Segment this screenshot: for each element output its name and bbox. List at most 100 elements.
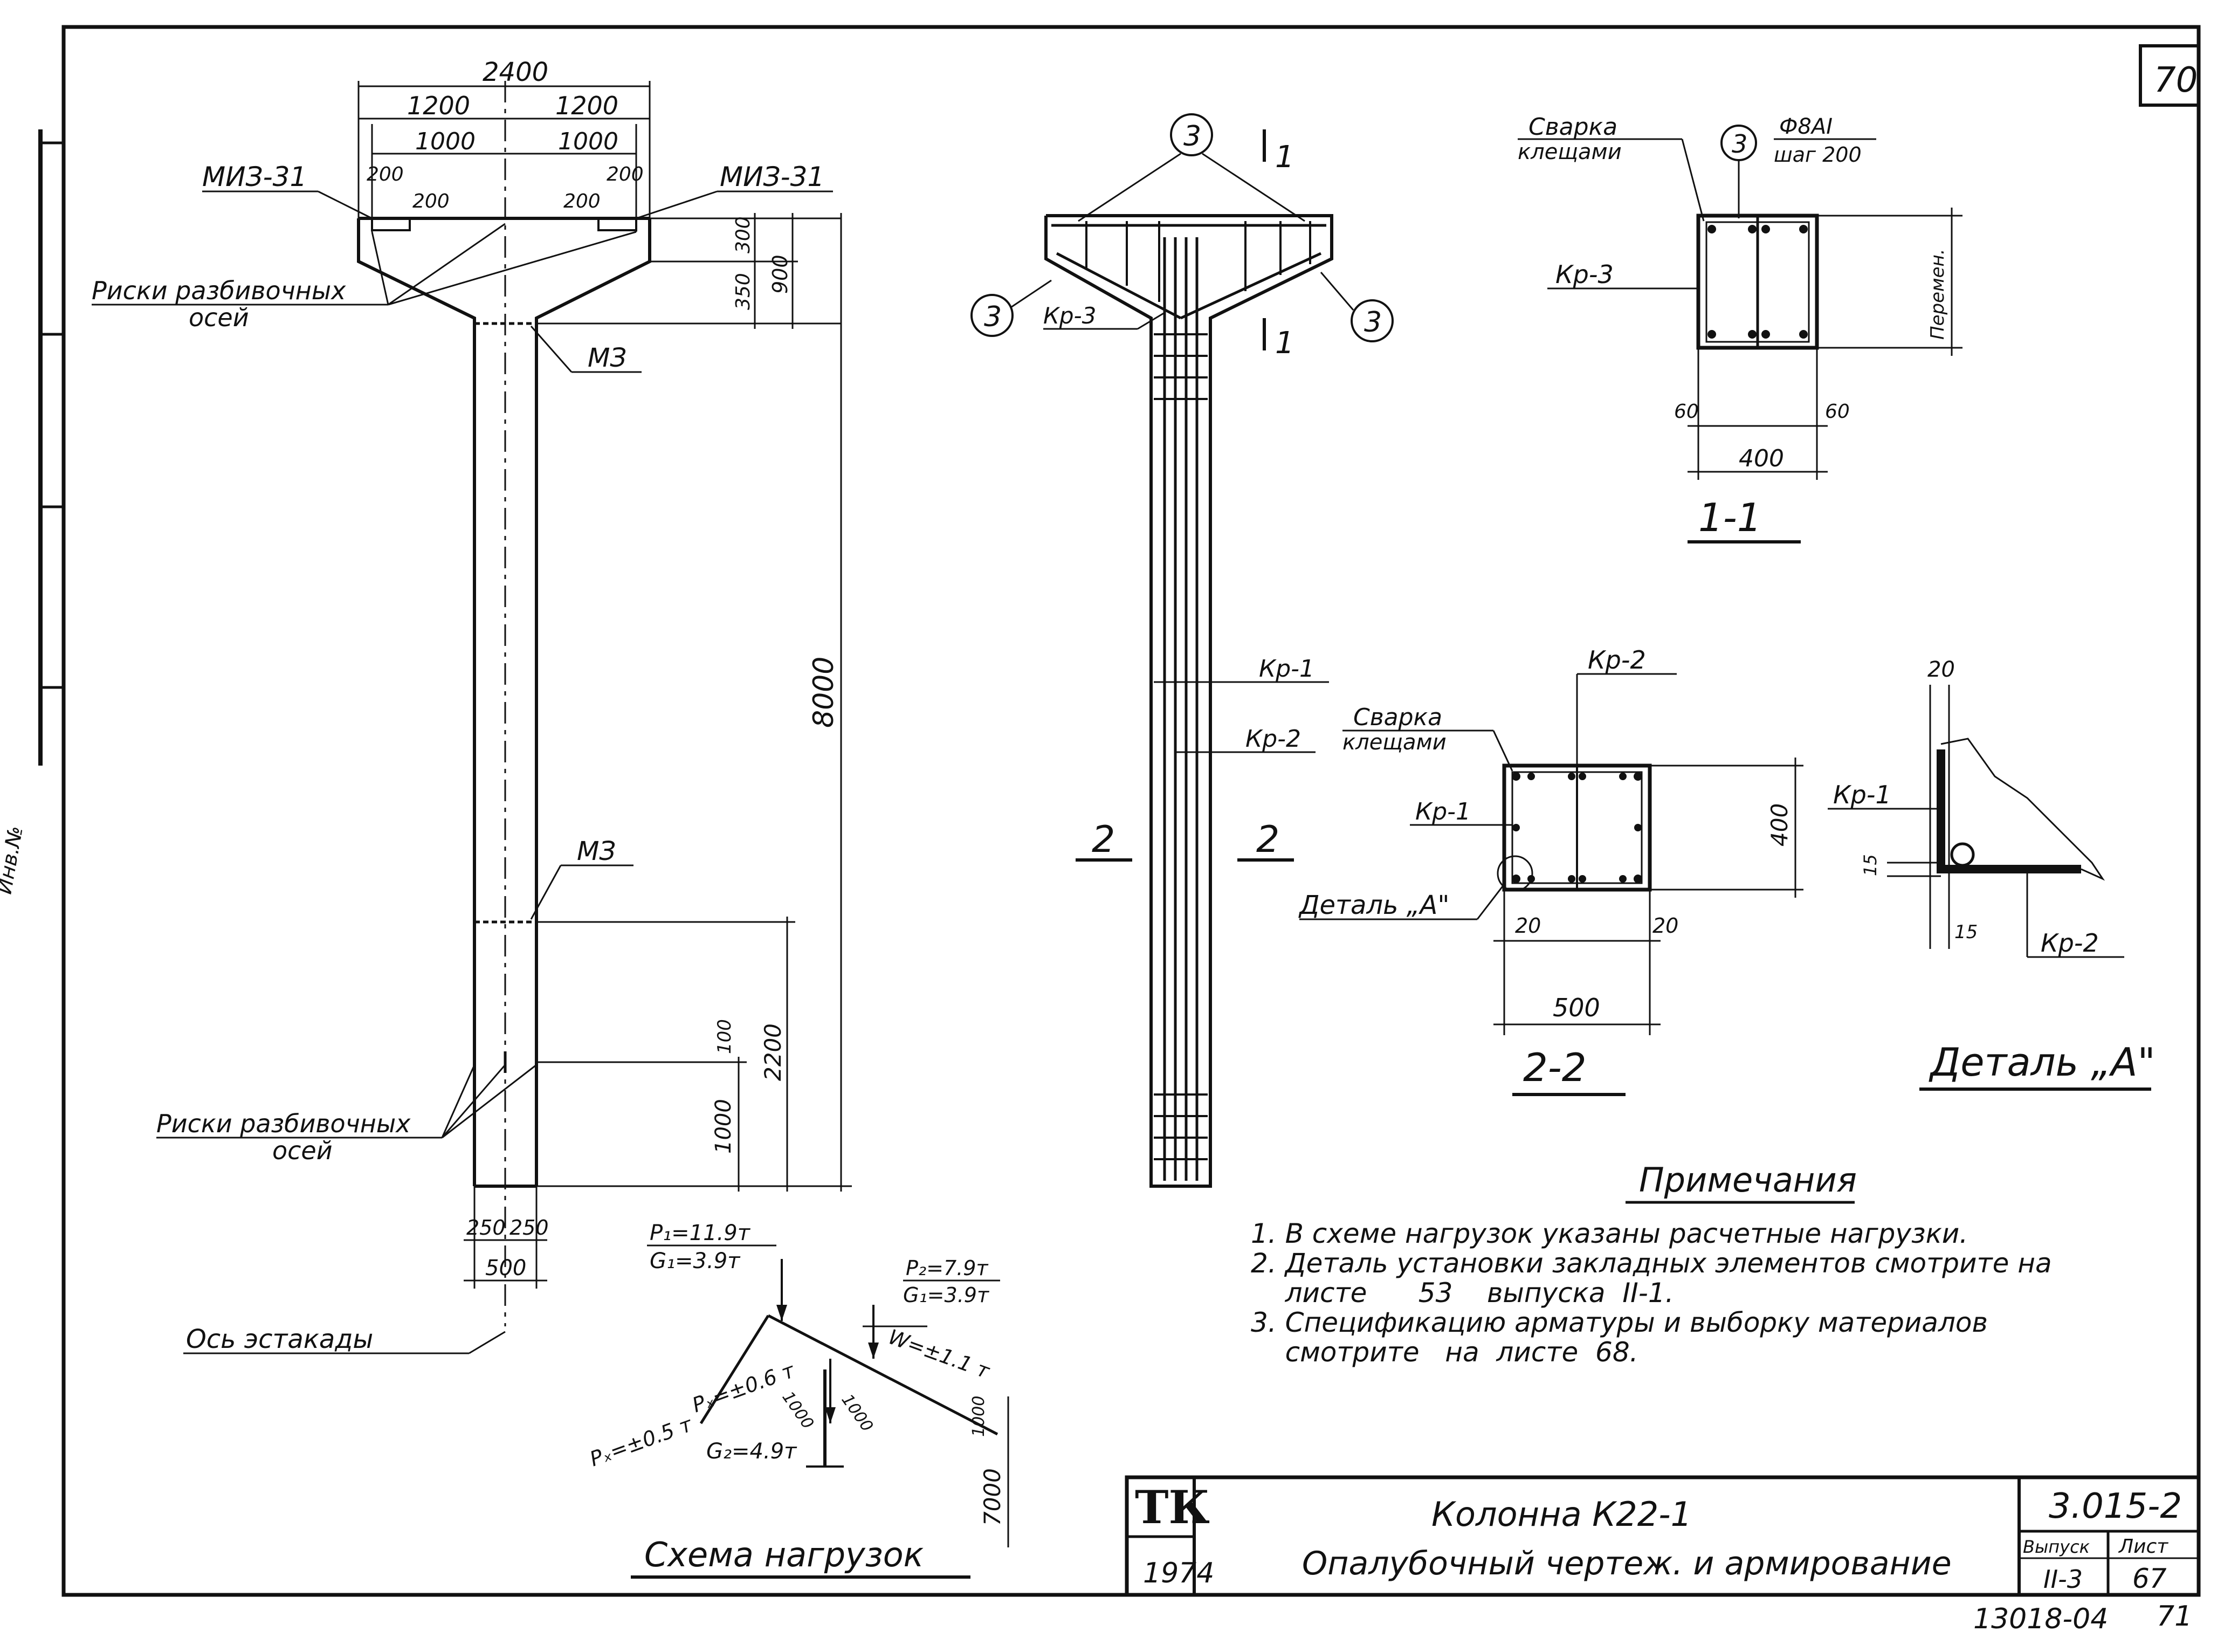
tb-name-line-2: Опалубочный чертеж. и армирование xyxy=(1302,1545,1952,1582)
ls-p2: P₂=7.9т xyxy=(906,1256,989,1280)
da-dim-15-a: 15 xyxy=(1860,854,1881,876)
s22-label-kr2: Кр-2 xyxy=(1588,645,1646,674)
note-line-2: 2. Деталь установки закладных элементов … xyxy=(1251,1248,2052,1279)
section-1-mark-bottom: 1 xyxy=(1275,326,1294,361)
dim-small-b: 200 xyxy=(412,190,450,212)
label-miz-left: МИЗ-31 xyxy=(202,161,307,192)
label-riski-bottom-1: Риски разбивочных xyxy=(156,1109,411,1138)
ls-g1-left: G₁=3.9т xyxy=(650,1249,741,1274)
s11-label-kr3: Кр-3 xyxy=(1555,260,1614,289)
load-scheme: P₁=11.9т G₁=3.9т P₂=7.9т G₁=3.9т W=±1.1 … xyxy=(587,1221,1009,1579)
dim-250-right: 250 xyxy=(509,1216,549,1240)
s11-label-bar: Ф8АI xyxy=(1779,114,1833,139)
s11-dim-60-right: 60 xyxy=(1825,401,1850,423)
marker-3-right: 3 xyxy=(1364,306,1382,339)
da-label-kr1: Кр-1 xyxy=(1833,780,1891,809)
s22-dim-500: 500 xyxy=(1553,993,1600,1022)
note-line-1: 1. В схеме нагрузок указаны расчетные на… xyxy=(1251,1218,1968,1249)
s22-dim-20-left: 20 xyxy=(1515,914,1541,938)
ls-p1: P₁=11.9т xyxy=(650,1221,751,1245)
label-riski-bottom-2: осей xyxy=(272,1136,333,1165)
tb-year: 1974 xyxy=(1143,1557,1214,1589)
marker-3-left: 3 xyxy=(984,301,1002,333)
ls-g2: G₂=4.9т xyxy=(706,1439,797,1464)
label-kr3: Кр-3 xyxy=(1043,302,1096,329)
dim-250-left: 250 xyxy=(466,1216,506,1240)
dim-inner-right: 1000 xyxy=(558,128,618,155)
title-block: ТК 1974 Колонна К22-1 Опалубочный чертеж… xyxy=(1125,1475,2201,1597)
label-miz-right: МИЗ-31 xyxy=(720,161,824,192)
label-kr1: Кр-1 xyxy=(1259,655,1314,683)
label-axis: Ось эстакады xyxy=(186,1324,373,1354)
s11-marker-3: 3 xyxy=(1732,129,1747,159)
dim-cap-300: 300 xyxy=(732,216,754,253)
ls-d1000-a: 1000 xyxy=(778,1388,817,1433)
footer-page: 71 xyxy=(2157,1600,2192,1633)
side-stamp: Инв.№ xyxy=(0,824,27,896)
da-label-kr2: Кр-2 xyxy=(2041,928,2099,958)
marker-3-top: 3 xyxy=(1183,120,1201,153)
ls-w: W=±1.1 т xyxy=(885,1325,994,1383)
label-mz-mid: МЗ xyxy=(577,836,616,866)
footer-archive-code: 13018-04 xyxy=(1973,1603,2108,1635)
s22-dim-20-right: 20 xyxy=(1652,914,1678,938)
label-mz-top: МЗ xyxy=(588,343,626,373)
s11-dim-60-left: 60 xyxy=(1674,401,1699,423)
ls-px-b: Pₓ=±0.5 т xyxy=(587,1412,696,1471)
section-2-2: Кр-2 Сварка клещами Кр-1 Деталь „А" 400 … xyxy=(1298,645,1803,1096)
dim-height-8000: 8000 xyxy=(808,657,840,728)
da-title: Деталь „А" xyxy=(1929,1040,2156,1085)
dim-cap-350: 350 xyxy=(732,273,754,310)
ls-title: Схема нагрузок xyxy=(644,1535,924,1574)
section-2-mark-left: 2 xyxy=(1092,818,1115,861)
ls-g1-right: G₁=3.9т xyxy=(903,1283,990,1307)
s11-label-step: шаг 200 xyxy=(1774,143,1862,167)
formwork-view: 2400 1200 1200 1000 1000 200 200 200 200… xyxy=(92,57,852,1354)
tb-sheet-value: 67 xyxy=(2132,1563,2167,1594)
dim-half-left: 1200 xyxy=(407,91,470,120)
da-dim-20: 20 xyxy=(1927,657,1955,682)
reinforcement-view: 3 3 3 1 1 Кр-3 Кр-1 Кр-2 2 2 xyxy=(970,113,1394,1188)
tb-code: 3.015-2 xyxy=(2049,1486,2182,1526)
label-riski-top-1: Риски разбивочных xyxy=(92,276,346,305)
section-1-mark-top: 1 xyxy=(1275,140,1294,175)
notes-title: Примечания xyxy=(1639,1160,1857,1200)
sheet-number-top: 70 xyxy=(2154,60,2198,100)
dim-small-d: 200 xyxy=(607,163,644,185)
dim-half-right: 1200 xyxy=(555,91,618,120)
note-line-5: смотрите на листе 68. xyxy=(1251,1337,1638,1368)
s22-label-kr1: Кр-1 xyxy=(1415,798,1471,825)
section-2-mark-right: 2 xyxy=(1256,818,1279,861)
s11-label-svarka-2: клещами xyxy=(1518,140,1622,164)
ls-px-a: Pₓ=±0.6 т xyxy=(689,1358,798,1417)
s11-dim-400: 400 xyxy=(1739,445,1784,472)
dim-total-width: 2400 xyxy=(483,57,548,87)
s22-dim-400: 400 xyxy=(1766,803,1793,846)
tb-sheet-label: Лист xyxy=(2118,1536,2168,1558)
dim-small-a: 200 xyxy=(367,163,404,185)
s11-title: 1-1 xyxy=(1698,495,1762,540)
tb-issue-label: Выпуск xyxy=(2023,1537,2090,1557)
s22-title: 2-2 xyxy=(1523,1045,1587,1090)
dim-inner-left: 1000 xyxy=(415,128,476,155)
section-1-1: Сварка клещами 3 Ф8АI шаг 200 Кр-3 Перем… xyxy=(1518,113,1962,543)
detail-a: 20 Кр-1 15 15 Кр-2 Деталь „А" xyxy=(1828,657,2156,1091)
ls-d1000-c: 1000 xyxy=(969,1396,988,1437)
dim-100: 100 xyxy=(714,1019,735,1054)
dim-500: 500 xyxy=(485,1256,526,1281)
sheet-number-box: 70 xyxy=(2139,44,2200,107)
notes: Примечания 1. В схеме нагрузок указаны р… xyxy=(1251,1160,2052,1368)
dim-2200: 2200 xyxy=(760,1023,786,1081)
dim-1000: 1000 xyxy=(711,1099,736,1154)
ls-d7000: 7000 xyxy=(979,1468,1006,1526)
note-line-4: 3. Спецификацию арматуры и выборку матер… xyxy=(1251,1307,1988,1338)
tb-logo: ТК xyxy=(1135,1481,1210,1534)
dim-cap-900: 900 xyxy=(768,254,792,294)
s22-label-svarka-2: клещами xyxy=(1342,730,1447,755)
da-dim-15-b: 15 xyxy=(1954,921,1978,943)
s22-label-svarka-1: Сварка xyxy=(1353,704,1442,731)
s22-label-detail: Деталь „А" xyxy=(1298,890,1449,920)
tb-issue-value: II-3 xyxy=(2043,1565,2083,1594)
dim-small-c: 200 xyxy=(563,190,601,212)
